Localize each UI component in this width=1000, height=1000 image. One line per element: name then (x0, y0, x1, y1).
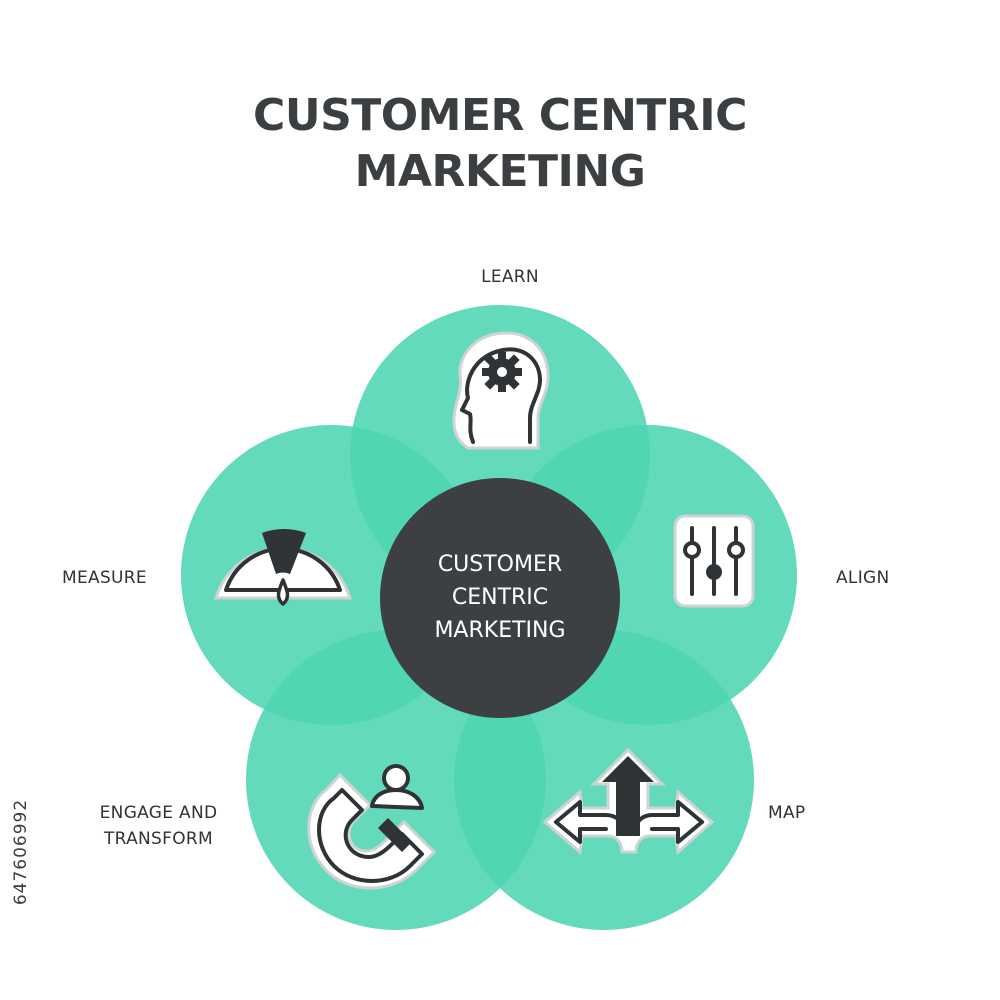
center-label: CUSTOMER CENTRIC MARKETING (380, 548, 620, 647)
label-measure: MEASURE (62, 568, 147, 588)
label-engage-transform: ENGAGE AND TRANSFORM (86, 800, 231, 852)
head-gear-icon (452, 331, 550, 450)
split-arrows-icon (542, 747, 715, 856)
center-label-line-3: MARKETING (434, 618, 566, 643)
watermark-text: 647606992 (11, 798, 31, 906)
title-line-2: MARKETING (354, 146, 646, 197)
center-circle (380, 478, 620, 718)
center-label-line-1: CUSTOMER (437, 552, 563, 577)
stock-watermark-id: 647606992 (6, 752, 36, 962)
label-engage-line-2: TRANSFORM (104, 829, 213, 849)
title-line-1: CUSTOMER CENTRIC (253, 90, 747, 141)
label-learn: LEARN (481, 267, 539, 287)
label-engage-line-1: ENGAGE AND (99, 803, 218, 823)
gauge-icon (213, 528, 353, 606)
center-label-line-2: CENTRIC (451, 585, 549, 610)
page-title: CUSTOMER CENTRIC MARKETING (0, 88, 1000, 200)
sliders-icon (673, 514, 755, 608)
label-map: MAP (768, 803, 806, 823)
magnet-user-icon (307, 764, 437, 890)
label-align: ALIGN (836, 568, 890, 588)
